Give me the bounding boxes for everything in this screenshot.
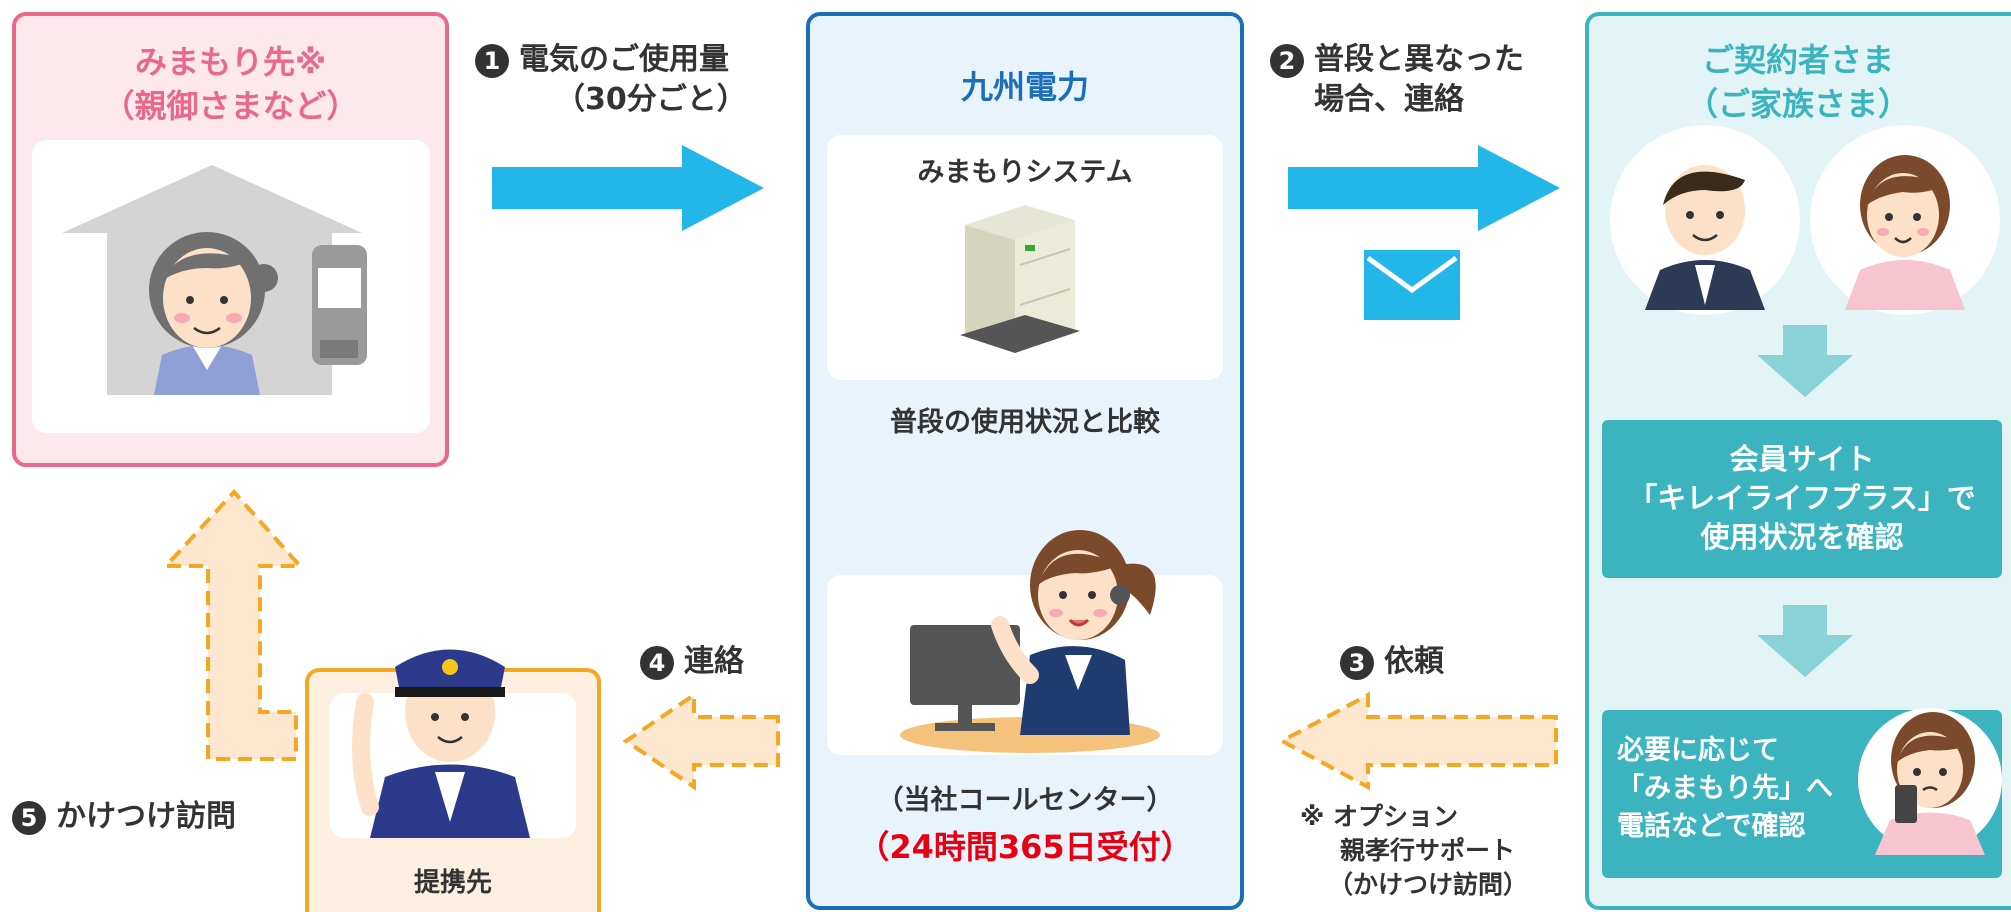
elderly-woman-icon: [149, 232, 278, 395]
step2-label: 2 普段と異なった 場合、連絡: [1270, 40, 1590, 120]
step2-line2: 場合、連絡: [1314, 82, 1464, 117]
step5-label: 5 かけつけ訪問: [12, 797, 236, 837]
member-site-box: [1602, 420, 2002, 578]
confirm-line2: 「みまもり先」へ: [1617, 773, 1833, 804]
compare-label: 普段の使用状況と比較: [890, 407, 1160, 438]
step4-text: 連絡: [684, 644, 744, 679]
step1-arrow: [492, 145, 764, 231]
option-note-line2: 親孝行サポート: [1340, 836, 1516, 865]
step3-number-badge: 3: [1340, 645, 1374, 680]
phone-woman-illustration: [1858, 708, 2002, 855]
left-panel-title-line2: （親御さまなど）: [102, 87, 359, 125]
member-site-text: 会員サイト 「キレイライフプラス」で 使用状況を確認: [1602, 440, 2002, 557]
hours-label: （24時間365日受付）: [857, 828, 1193, 866]
confirm-line1: 必要に応じて: [1617, 735, 1779, 766]
step4-arrow: [622, 691, 780, 791]
step3-arrow: [1277, 691, 1558, 791]
step1-number-badge: 1: [475, 43, 509, 78]
right-panel-title-line2: （ご家族さま）: [1685, 85, 1910, 123]
family-illustration: [1610, 125, 2000, 315]
left-panel-title-line1: みまもり先※: [134, 43, 327, 81]
member-site-line1: 会員サイト: [1729, 442, 1875, 476]
right-panel-title: ご契約者さま （ご家族さま）: [1585, 38, 2011, 126]
member-site-line3: 使用状況を確認: [1700, 520, 1904, 554]
option-note-line1: ※ オプション: [1300, 802, 1459, 831]
callcenter-label: （当社コールセンター）: [876, 785, 1174, 816]
house-elderly-woman-illustration: [62, 165, 367, 395]
left-panel-title: みまもり先※ （親御さまなど）: [12, 40, 449, 128]
computer-monitor-icon: [910, 625, 1020, 731]
step4-label: 4 連絡: [640, 642, 744, 682]
step3-label: 3 依頼: [1340, 642, 1444, 682]
step3-text: 依頼: [1384, 644, 1444, 679]
operator-woman-icon: [991, 530, 1156, 735]
partner-label: 提携先: [413, 868, 492, 898]
confirm-text: 必要に応じて 「みまもり先」へ 電話などで確認: [1617, 732, 1877, 846]
operator-illustration: [900, 530, 1160, 753]
step1-line1: 電気のご使用量: [519, 42, 729, 77]
option-note-line3: （かけつけ訪問）: [1328, 870, 1529, 899]
member-site-line2: 「キレイライフプラス」で: [1628, 481, 1976, 515]
step2-number-badge: 2: [1270, 43, 1304, 78]
mail-icon: [1364, 250, 1460, 320]
smartphone-icon: [1895, 785, 1917, 823]
confirm-line3: 電話などで確認: [1617, 811, 1806, 842]
step1-label: 1 電気のご使用量 （30分ごと）: [475, 40, 775, 120]
step5-number-badge: 5: [12, 800, 46, 835]
down-arrow-2: [1757, 605, 1853, 677]
step2-arrow: [1288, 145, 1560, 231]
businessman-icon: [1645, 165, 1765, 310]
step4-number-badge: 4: [640, 645, 674, 680]
step5-arrow: [161, 489, 305, 761]
option-note: ※ オプション 親孝行サポート （かけつけ訪問）: [1300, 800, 1528, 902]
right-panel-title-line1: ご契約者さま: [1701, 41, 1894, 79]
center-panel-title: 九州電力: [960, 68, 1089, 106]
step1-line2: （30分ごと）: [555, 82, 747, 117]
housewife-icon: [1845, 155, 1965, 310]
down-arrow-1: [1757, 325, 1853, 397]
step5-text: かけつけ訪問: [56, 799, 236, 834]
step2-line1: 普段と異なった: [1314, 42, 1524, 77]
server-icon: [960, 205, 1080, 353]
police-officer-illustration: [352, 649, 530, 838]
system-label: みまもりシステム: [917, 157, 1133, 188]
